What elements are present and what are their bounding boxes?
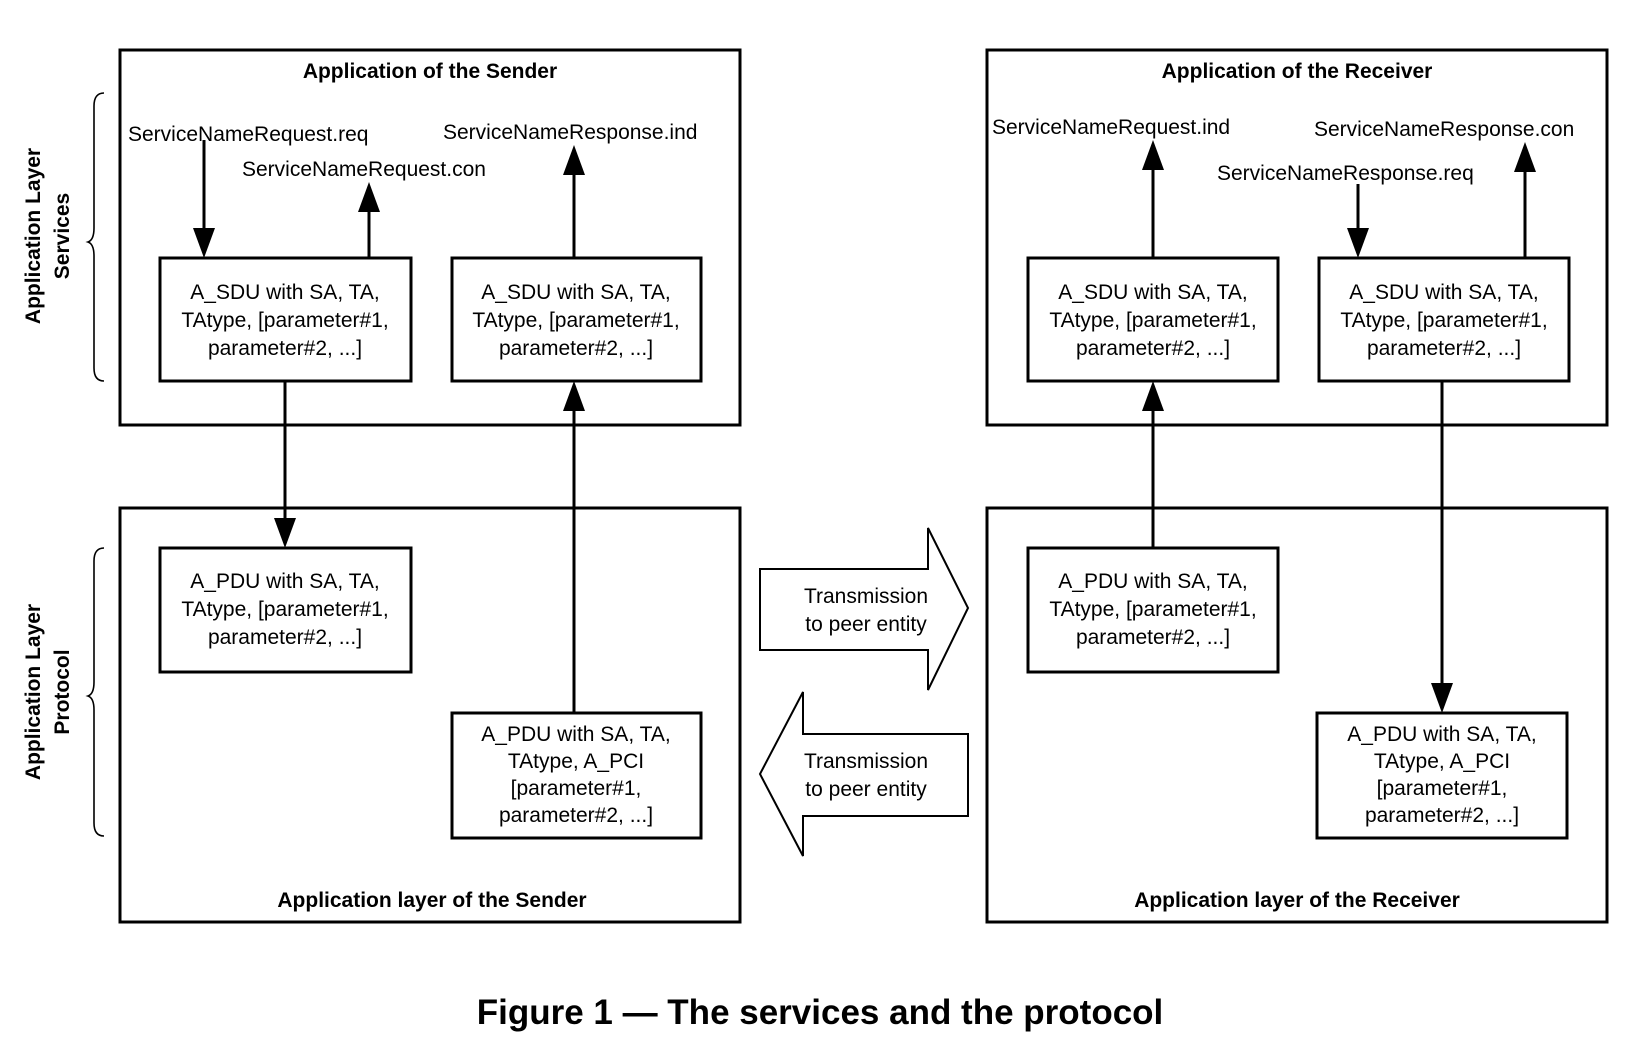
receiver-layer-frame [985, 506, 1609, 924]
protocol-brace [85, 547, 105, 837]
transmission-forward-line-1: Transmission [804, 585, 928, 608]
sender-application-frame [118, 48, 742, 427]
sender-application-title: Application of the Sender [303, 60, 557, 83]
sender-response-ind-label: ServiceNameResponse.ind [443, 121, 697, 144]
sender-request-con-label: ServiceNameRequest.con [242, 158, 486, 181]
sender-con-arrow-head [358, 182, 380, 212]
sender-sdu-right-line-3: parameter#2, ...] [499, 337, 653, 360]
transmission-forward-arrow [759, 527, 970, 691]
sender-pdu-to-sdu-head [563, 381, 585, 411]
receiver-pdu-right-line-4: parameter#2, ...] [1365, 804, 1519, 827]
protocol-side-label: Application Layer Protocol [22, 604, 74, 780]
sender-pdu-right-line-3: [parameter#1, [511, 777, 642, 800]
receiver-pdu-left-line-1: A_PDU with SA, TA, [1058, 570, 1247, 593]
sender-pdu-right-line-1: A_PDU with SA, TA, [481, 723, 670, 746]
receiver-sdu-right-line-1: A_SDU with SA, TA, [1349, 281, 1538, 304]
receiver-application-frame [985, 48, 1609, 427]
receiver-sdu-to-pdu-head [1431, 683, 1453, 713]
services-side-label-line-2: Services [51, 193, 74, 279]
sender-sdu-left-line-2: TAtype, [parameter#1, [181, 309, 388, 332]
protocol-side-label-line-1: Application Layer [22, 604, 45, 780]
receiver-pdu-right-line-3: [parameter#1, [1377, 777, 1508, 800]
sender-pdu-box-left [158, 546, 413, 674]
transmission-backward-line-2: to peer entity [805, 778, 927, 801]
protocol-side-label-line-2: Protocol [51, 649, 74, 734]
sender-pdu-box-right [450, 711, 703, 840]
receiver-con-arrow-head [1514, 142, 1536, 172]
receiver-pdu-right-line-2: TAtype, A_PCI [1374, 750, 1510, 773]
sender-layer-title: Application layer of the Sender [277, 889, 586, 912]
sender-pdu-left-line-3: parameter#2, ...] [208, 626, 362, 649]
receiver-application-title: Application of the Receiver [1162, 60, 1433, 83]
sender-pdu-left-line-1: A_PDU with SA, TA, [190, 570, 379, 593]
sender-pdu-right-line-4: parameter#2, ...] [499, 804, 653, 827]
receiver-layer-title: Application layer of the Receiver [1134, 889, 1460, 912]
receiver-sdu-left-line-1: A_SDU with SA, TA, [1058, 281, 1247, 304]
services-side-label: Application Layer Services [22, 148, 74, 324]
receiver-pdu-left-line-3: parameter#2, ...] [1076, 626, 1230, 649]
sender-ind-arrow-head [563, 145, 585, 175]
sender-req-arrow-head [193, 228, 215, 258]
receiver-sdu-right-line-3: parameter#2, ...] [1367, 337, 1521, 360]
transmission-forward-line-2: to peer entity [805, 613, 927, 636]
sender-request-req-label: ServiceNameRequest.req [128, 123, 368, 146]
sender-sdu-to-pdu-head [274, 518, 296, 548]
receiver-sdu-box-right [1317, 256, 1571, 383]
receiver-sdu-left-line-3: parameter#2, ...] [1076, 337, 1230, 360]
receiver-response-con-label: ServiceNameResponse.con [1314, 118, 1574, 141]
services-side-label-line-1: Application Layer [22, 148, 45, 324]
sender-sdu-left-line-3: parameter#2, ...] [208, 337, 362, 360]
receiver-response-req-label: ServiceNameResponse.req [1217, 162, 1474, 185]
sender-sdu-box-right [450, 256, 703, 383]
receiver-request-ind-label: ServiceNameRequest.ind [992, 116, 1230, 139]
receiver-sdu-left-line-2: TAtype, [parameter#1, [1049, 309, 1256, 332]
services-brace [85, 92, 105, 382]
sender-pdu-left-line-2: TAtype, [parameter#1, [181, 598, 388, 621]
receiver-ind-arrow-head [1142, 140, 1164, 170]
figure-caption: Figure 1 — The services and the protocol [477, 993, 1164, 1032]
receiver-pdu-left-line-2: TAtype, [parameter#1, [1049, 598, 1256, 621]
receiver-pdu-right-line-1: A_PDU with SA, TA, [1347, 723, 1536, 746]
sender-pdu-right-line-2: TAtype, A_PCI [508, 750, 644, 773]
transmission-backward-line-1: Transmission [804, 750, 928, 773]
receiver-sdu-right-line-2: TAtype, [parameter#1, [1340, 309, 1547, 332]
sender-sdu-right-line-2: TAtype, [parameter#1, [472, 309, 679, 332]
sender-sdu-right-line-1: A_SDU with SA, TA, [481, 281, 670, 304]
receiver-req-arrow-head [1347, 228, 1369, 258]
sender-sdu-left-line-1: A_SDU with SA, TA, [190, 281, 379, 304]
transmission-backward-arrow [758, 691, 969, 857]
receiver-pdu-to-sdu-head [1142, 381, 1164, 411]
sender-layer-frame [118, 506, 742, 924]
